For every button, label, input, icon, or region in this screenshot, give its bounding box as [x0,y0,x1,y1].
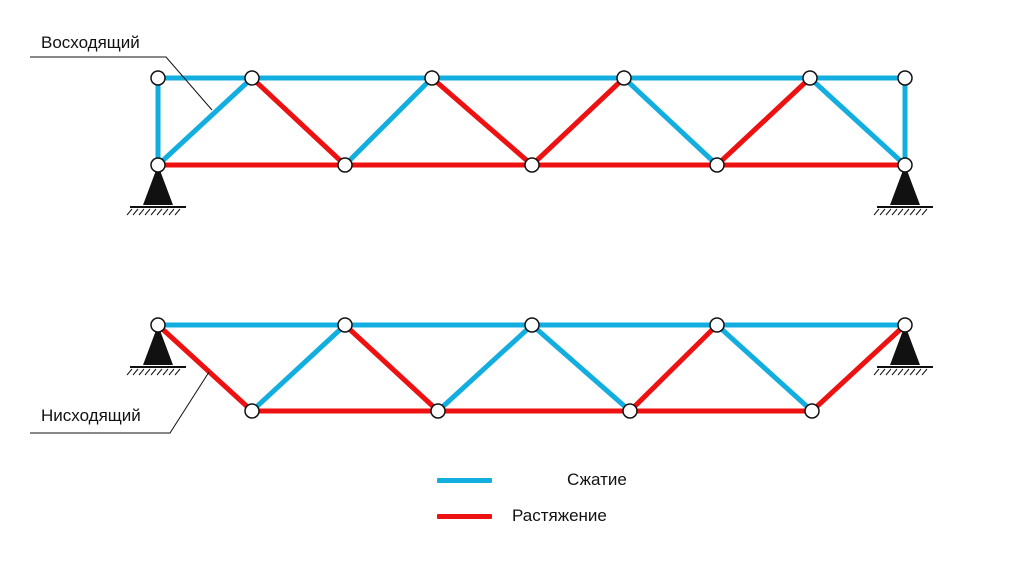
ascending-node-b2 [524,157,540,173]
legend-compression: Сжатие [437,470,627,490]
ascending-support-left-hatch [168,208,175,216]
descending-member-t3-b3-compression [714,322,815,414]
descending-leader-line [30,371,210,434]
descending-support-right-hatch [909,368,916,376]
ascending-support-right-hatch [921,208,928,216]
ascending-node-t3 [616,70,632,86]
descending-support-left-hatch [174,368,181,376]
ascending-node-t1 [244,70,260,86]
ascending-member-b1-t2-compression [342,75,435,168]
descending-support-left-hatch [156,368,163,376]
descending-node-b1 [430,403,446,419]
descending-member-t0-b0-tension [155,322,255,414]
descending-node-t3 [709,317,725,333]
legend-tension: Растяжение [437,506,607,526]
descending-support-right-hatch [897,368,904,376]
descending-support-right-hatch [879,368,886,376]
ascending-support-right-hatch [909,208,916,216]
descending-member-b3-t4-tension [809,322,908,414]
truss-nodes [150,70,913,419]
descending-support-right [873,325,933,376]
ascending-member-b0-t1-compression [155,75,255,168]
descending-support-left-hatch [144,368,151,376]
legend-compression-label: Сжатие [567,470,627,489]
descending-support-right-hatch [921,368,928,376]
ascending-member-b2-t3-tension [529,75,627,168]
descending-support-left-hatch [162,368,169,376]
ascending-node-b1 [337,157,353,173]
descending-support-right-triangle [890,325,920,365]
ascending-support-right-hatch [915,208,922,216]
ascending-node-b4 [897,157,913,173]
ascending-member-t2-b2-tension [429,75,535,168]
descending-member-b0-t1-compression [249,322,348,414]
ascending-leader-line [30,56,213,111]
ascending-support-right-triangle [890,165,920,205]
ascending-support-right [873,165,933,216]
ascending-support-left-hatch [150,208,157,216]
descending-support-right-hatch [915,368,922,376]
ascending-support-left-hatch [132,208,139,216]
descending-support-left-hatch [132,368,139,376]
ascending-node-t4 [802,70,818,86]
descending-node-b3 [804,403,820,419]
ascending-support-right-hatch [903,208,910,216]
ascending-support-left-hatch [138,208,145,216]
ascending-support-right-hatch [873,208,880,216]
descending-support-right-hatch [903,368,910,376]
ascending-label: Восходящий [41,33,140,52]
ascending-node-t5 [897,70,913,86]
truss-members [155,75,908,414]
ascending-node-b0 [150,157,166,173]
legend-tension-label: Растяжение [512,506,607,525]
descending-member-t2-b2-compression [529,322,633,414]
ascending-member-t3-b3-compression [621,75,720,168]
ascending-node-b3 [709,157,725,173]
descending-support-left [126,325,186,376]
descending-support-left-hatch [150,368,157,376]
legend-compression-swatch [437,477,492,483]
descending-support-right-hatch [873,368,880,376]
ascending-member-t4-b4-compression [807,75,908,168]
ascending-support-left-triangle [143,165,173,205]
ascending-support-right-hatch [879,208,886,216]
descending-support-left-triangle [143,325,173,365]
ascending-support-right-hatch [891,208,898,216]
ascending-member-b3-t4-tension [714,75,813,168]
descending-member-b2-t3-tension [627,322,720,414]
ascending-support-right-hatch [885,208,892,216]
ascending-node-t0 [150,70,166,86]
descending-support-left-hatch [138,368,145,376]
ascending-member-t1-b1-tension [249,75,348,168]
descending-support-right-hatch [885,368,892,376]
descending-node-t4 [897,317,913,333]
ascending-support-right-hatch [897,208,904,216]
descending-member-t1-b1-tension [342,322,441,414]
ascending-node-t2 [424,70,440,86]
descending-node-t2 [524,317,540,333]
ascending-support-left [126,165,186,216]
descending-label: Нисходящий [41,406,141,425]
label-leader-lines [30,56,213,434]
descending-support-left-hatch [168,368,175,376]
legend-tension-swatch [437,513,492,519]
ascending-support-left-hatch [156,208,163,216]
ascending-support-left-hatch [144,208,151,216]
descending-node-b0 [244,403,260,419]
descending-member-b1-t2-compression [435,322,535,414]
ascending-support-left-hatch [174,208,181,216]
descending-node-t1 [337,317,353,333]
ascending-support-left-hatch [162,208,169,216]
descending-support-left-hatch [126,368,133,376]
descending-support-right-hatch [891,368,898,376]
descending-node-t0 [150,317,166,333]
truss-supports [126,165,933,376]
descending-node-b2 [622,403,638,419]
ascending-support-left-hatch [126,208,133,216]
